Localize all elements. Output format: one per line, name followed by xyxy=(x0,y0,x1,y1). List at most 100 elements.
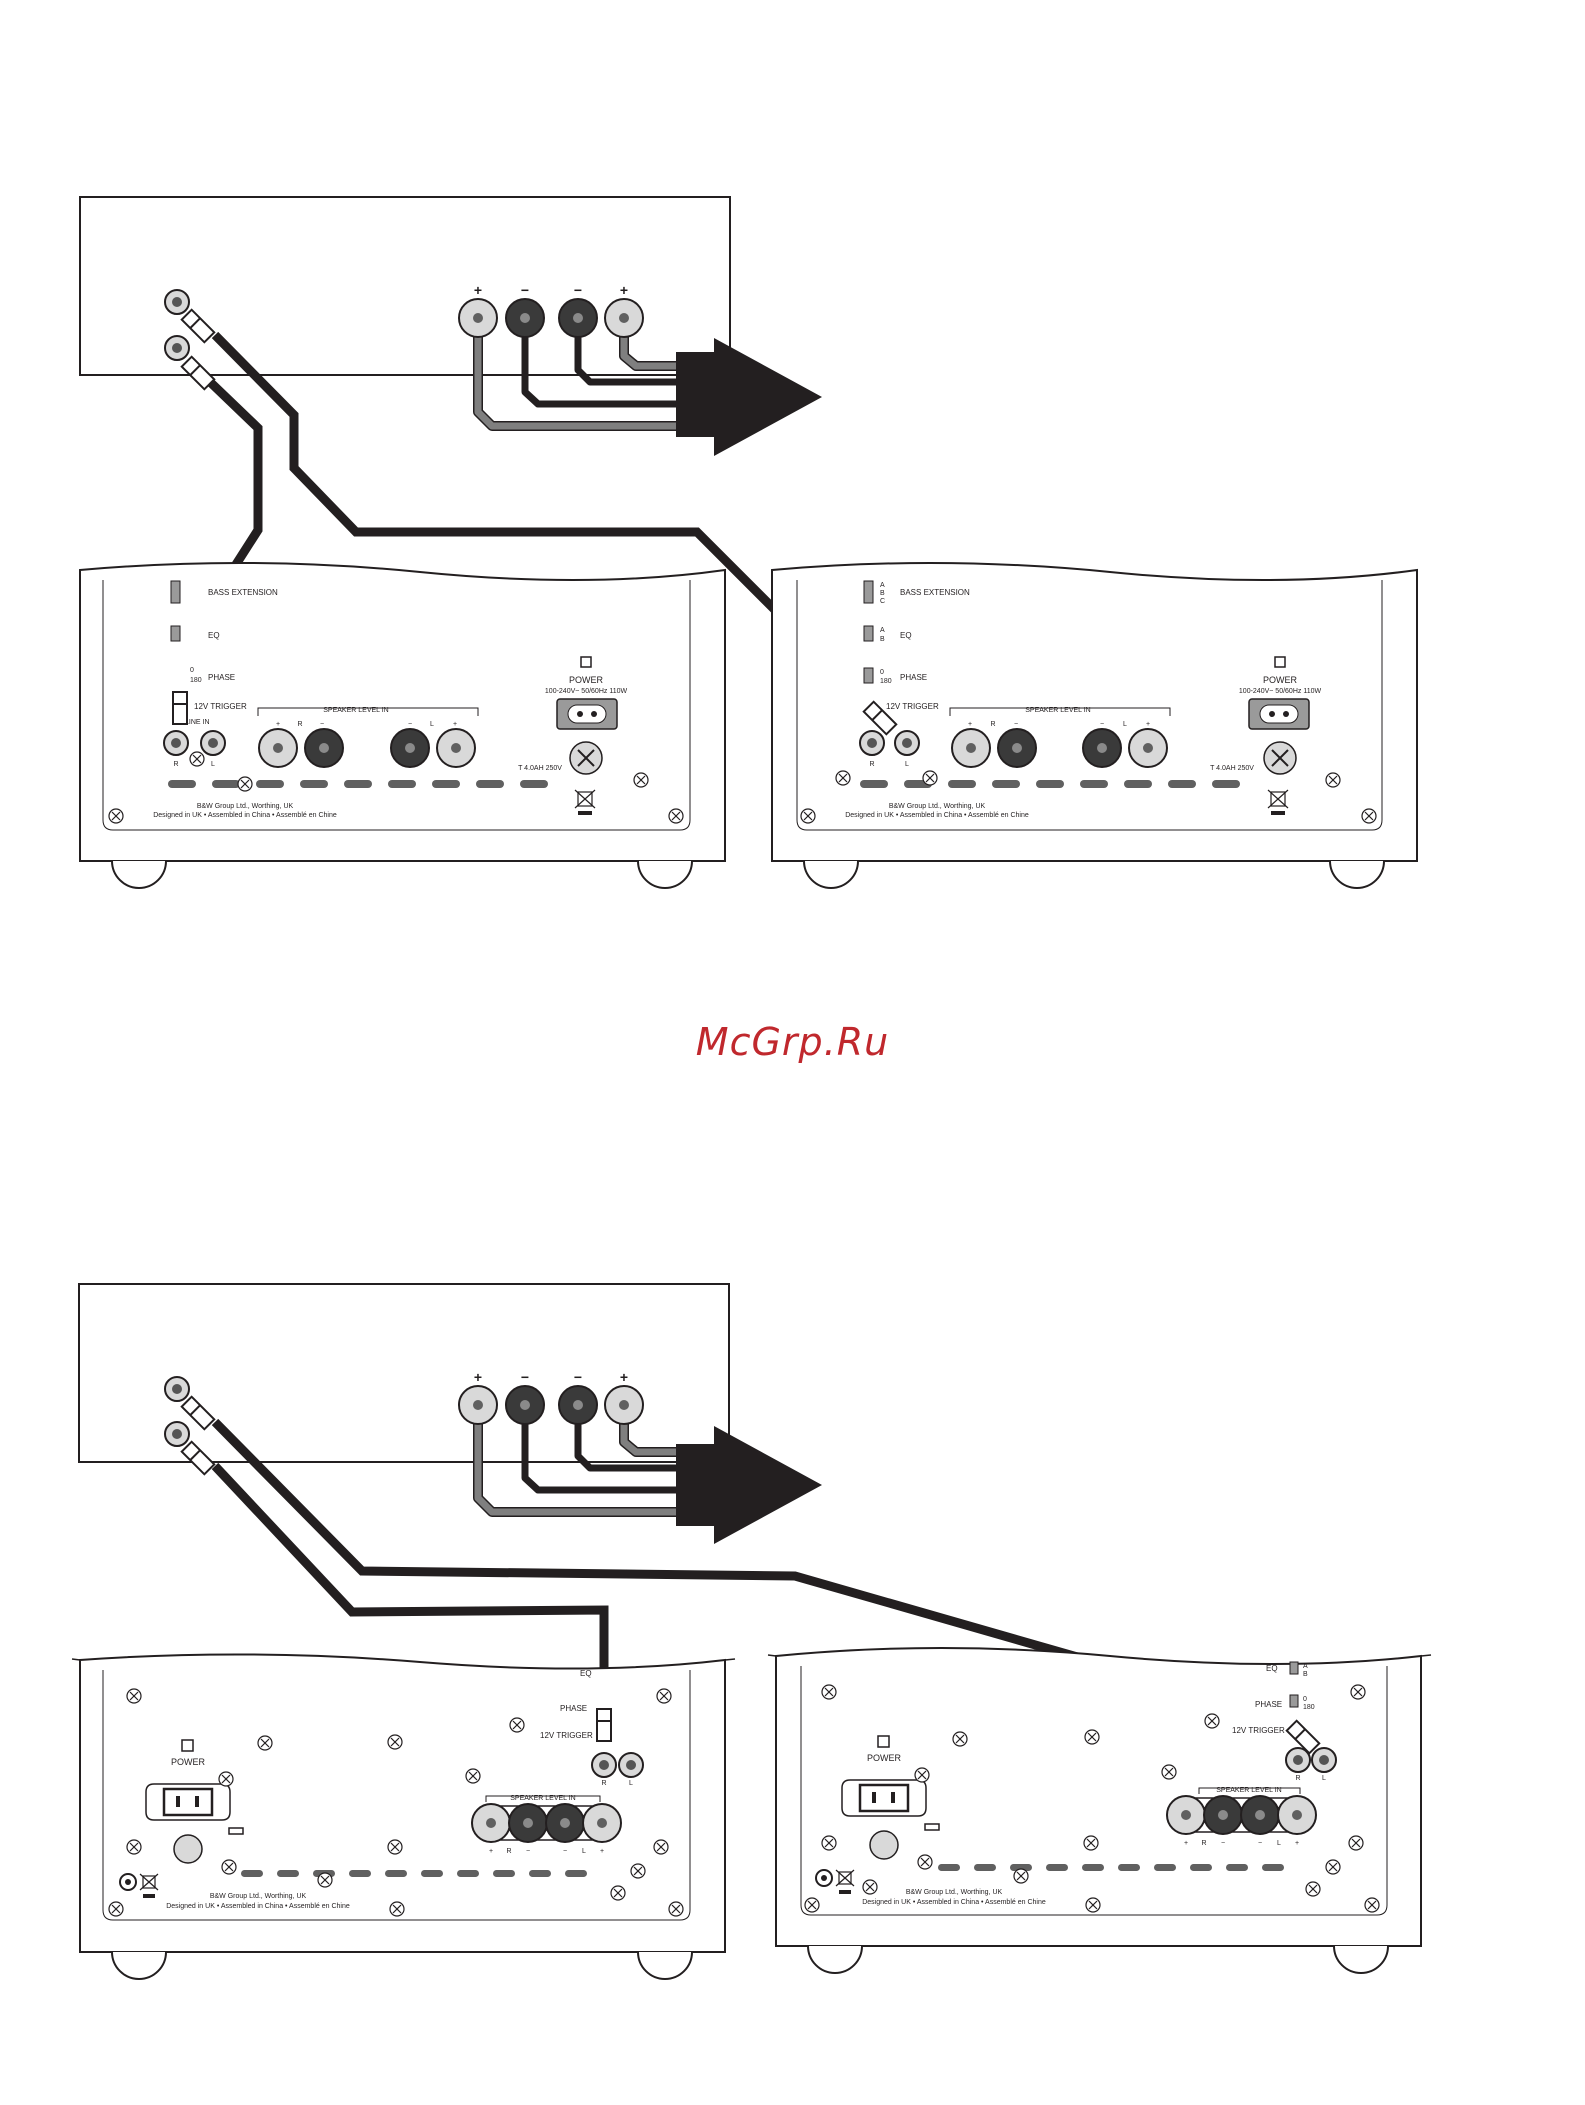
fuse-rating: T 4.0AH 250V xyxy=(518,765,562,772)
fuse-rating: T 4.0AH 250V xyxy=(1210,765,1254,772)
weee-bin-icon xyxy=(835,1869,855,1894)
polarity-label: − xyxy=(574,1369,582,1385)
sign: − xyxy=(1014,721,1018,728)
maker-line: B&W Group Ltd., Worthing, UK xyxy=(889,803,986,810)
amplifier-speaker-terminal-1 xyxy=(458,298,498,338)
eq-label: EQ xyxy=(580,1669,592,1678)
amplifier-speaker-terminal-1 xyxy=(458,1385,498,1425)
sign: R xyxy=(1201,1840,1206,1847)
speaker-level-terminal xyxy=(545,1803,585,1843)
origin-line: Designed in UK • Assembled in China • As… xyxy=(166,1903,350,1910)
watermark: McGrp.Ru xyxy=(695,1020,890,1064)
speaker-level-in-label: SPEAKER LEVEL IN xyxy=(323,707,389,714)
line-in-r xyxy=(859,730,885,756)
vent-slots xyxy=(938,1864,1284,1871)
power-label: POWER xyxy=(569,675,604,685)
trigger-label: 12V TRIGGER xyxy=(194,702,247,711)
polarity-label: − xyxy=(521,282,529,298)
speaker-level-in-label: SPEAKER LEVEL IN xyxy=(1216,1787,1282,1794)
maker-line: B&W Group Ltd., Worthing, UK xyxy=(210,1893,307,1900)
phase-option: 0 xyxy=(880,669,884,676)
power-rating: 100-240V~ 50/60Hz 110W xyxy=(1239,688,1322,695)
sign: − xyxy=(563,1848,567,1855)
switch-option: B xyxy=(880,590,885,597)
speaker-level-terminal xyxy=(1240,1795,1280,1835)
line-in-l xyxy=(200,730,226,756)
switch-option: B xyxy=(1303,1671,1308,1678)
sign: + xyxy=(1146,721,1150,728)
speaker-level-terminal xyxy=(582,1803,622,1843)
fuse-holder xyxy=(869,1830,899,1860)
channel-label: R xyxy=(601,1780,606,1787)
recycle-icon xyxy=(815,1869,833,1887)
switch-option: C xyxy=(880,598,885,605)
sign: + xyxy=(968,721,972,728)
channel-label: R xyxy=(869,761,874,768)
vent-slots xyxy=(241,1870,587,1877)
line-in-label: LINE IN xyxy=(185,719,210,726)
recycle-icon xyxy=(119,1873,137,1891)
sign: + xyxy=(453,721,457,728)
trigger-label: 12V TRIGGER xyxy=(1232,1726,1285,1735)
sign: − xyxy=(526,1848,530,1855)
vent-slots xyxy=(168,780,548,788)
phase-label: PHASE xyxy=(208,673,235,682)
maker-line: B&W Group Ltd., Worthing, UK xyxy=(906,1889,1003,1896)
amplifier-1: + − − + xyxy=(79,196,822,456)
phase-label: PHASE xyxy=(1255,1700,1282,1709)
speaker-level-terminal xyxy=(508,1803,548,1843)
bass-extension-label: BASS EXTENSION xyxy=(900,588,970,597)
polarity-label: − xyxy=(574,282,582,298)
amplifier-rca-output-top xyxy=(164,289,190,315)
origin-line: Designed in UK • Assembled in China • As… xyxy=(153,812,337,819)
power-label: POWER xyxy=(867,1753,902,1763)
speaker-level-in-label: SPEAKER LEVEL IN xyxy=(1025,707,1091,714)
speaker-level-terminal xyxy=(258,728,298,768)
to-speakers-arrow xyxy=(676,1426,822,1544)
power-label: POWER xyxy=(1263,675,1298,685)
amplifier-speaker-terminal-2 xyxy=(505,1385,545,1425)
speaker-level-in-label: SPEAKER LEVEL IN xyxy=(510,1795,576,1802)
amplifier-speaker-terminal-2 xyxy=(505,298,545,338)
diagram-2: + − − + EQ PHASE 12V TRIGGER R L xyxy=(71,1283,1432,1980)
phase-option: 180 xyxy=(190,677,202,684)
amplifier-speaker-terminal-3 xyxy=(558,298,598,338)
sign: L xyxy=(430,721,434,728)
switch-option: A xyxy=(880,627,885,634)
weee-bin-icon xyxy=(1267,789,1289,815)
line-in-l xyxy=(1311,1747,1337,1773)
speaker-level-terminal xyxy=(1277,1795,1317,1835)
speaker-level-terminal xyxy=(997,728,1037,768)
eq-label: EQ xyxy=(1266,1664,1278,1673)
channel-label: R xyxy=(1295,1775,1300,1782)
line-in-l xyxy=(618,1752,644,1778)
amplifier-speaker-terminal-4 xyxy=(604,1385,644,1425)
rca-plug-inserted xyxy=(596,1708,612,1742)
sign: + xyxy=(1295,1840,1299,1847)
polarity-label: + xyxy=(474,1369,482,1385)
speaker-level-terminal xyxy=(1082,728,1122,768)
sign: R xyxy=(297,721,302,728)
origin-line: Designed in UK • Assembled in China • As… xyxy=(862,1899,1046,1906)
subwoofer-2: BASS EXTENSION A B C A B EQ 0 180 PHASE … xyxy=(771,561,1418,889)
sign: − xyxy=(1258,1840,1262,1847)
speaker-level-terminal xyxy=(436,728,476,768)
sign: L xyxy=(1277,1840,1281,1847)
eq-label: EQ xyxy=(900,631,912,640)
channel-label: L xyxy=(1322,1775,1326,1782)
weee-bin-icon xyxy=(574,789,596,815)
diagram-1: + − − + BASS EXTENSION EQ 0 180 PHASE 12… xyxy=(79,196,1418,889)
phase-label: PHASE xyxy=(560,1704,587,1713)
vent-slots xyxy=(860,780,1240,788)
line-in-r xyxy=(591,1752,617,1778)
channel-label: R xyxy=(173,761,178,768)
amplifier-rca-output-top xyxy=(164,1376,190,1402)
channel-label: L xyxy=(905,761,909,768)
line-in-l xyxy=(894,730,920,756)
sign: − xyxy=(408,721,412,728)
speaker-level-terminal xyxy=(1128,728,1168,768)
polarity-label: + xyxy=(474,282,482,298)
channel-label: L xyxy=(211,761,215,768)
switch-option: B xyxy=(880,636,885,643)
